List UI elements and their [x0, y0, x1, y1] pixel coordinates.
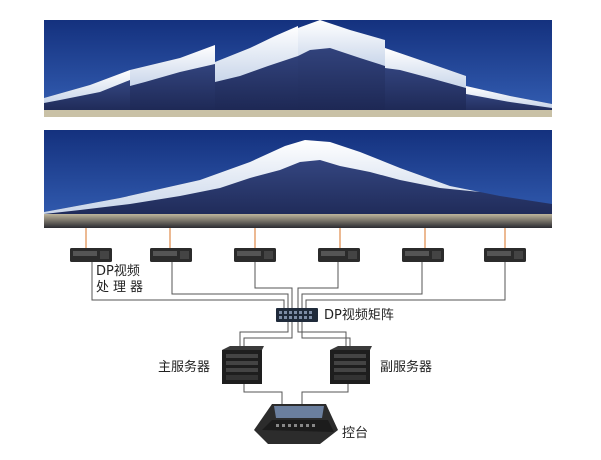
processor-unit-6: [484, 248, 526, 262]
processor-unit-3: [234, 248, 276, 262]
matrix-label: DP视频矩阵: [324, 308, 394, 323]
matrix-switch-icon: [276, 308, 318, 322]
console-label: 控台: [342, 426, 368, 441]
control-console-icon: [254, 404, 338, 444]
matrix-to-server-cables: [240, 322, 350, 346]
processor-label-line2: 处理器: [96, 280, 147, 295]
server-to-console-cables: [244, 384, 348, 404]
processor-label-line1: DP视频: [96, 264, 140, 279]
processor-unit-4: [318, 248, 360, 262]
bottom-display-panel: [44, 130, 552, 228]
processor-unit-1: [70, 248, 112, 262]
backup-server-label: 副服务器: [380, 360, 432, 375]
panel-feed-cables: [86, 228, 505, 248]
processor-to-matrix-cables: [92, 262, 505, 308]
processor-unit-2: [150, 248, 192, 262]
processor-unit-5: [402, 248, 444, 262]
main-server-label: 主服务器: [158, 360, 210, 375]
backup-server-icon: [330, 346, 372, 384]
top-display-panel: [44, 20, 552, 117]
main-server-icon: [222, 346, 264, 384]
